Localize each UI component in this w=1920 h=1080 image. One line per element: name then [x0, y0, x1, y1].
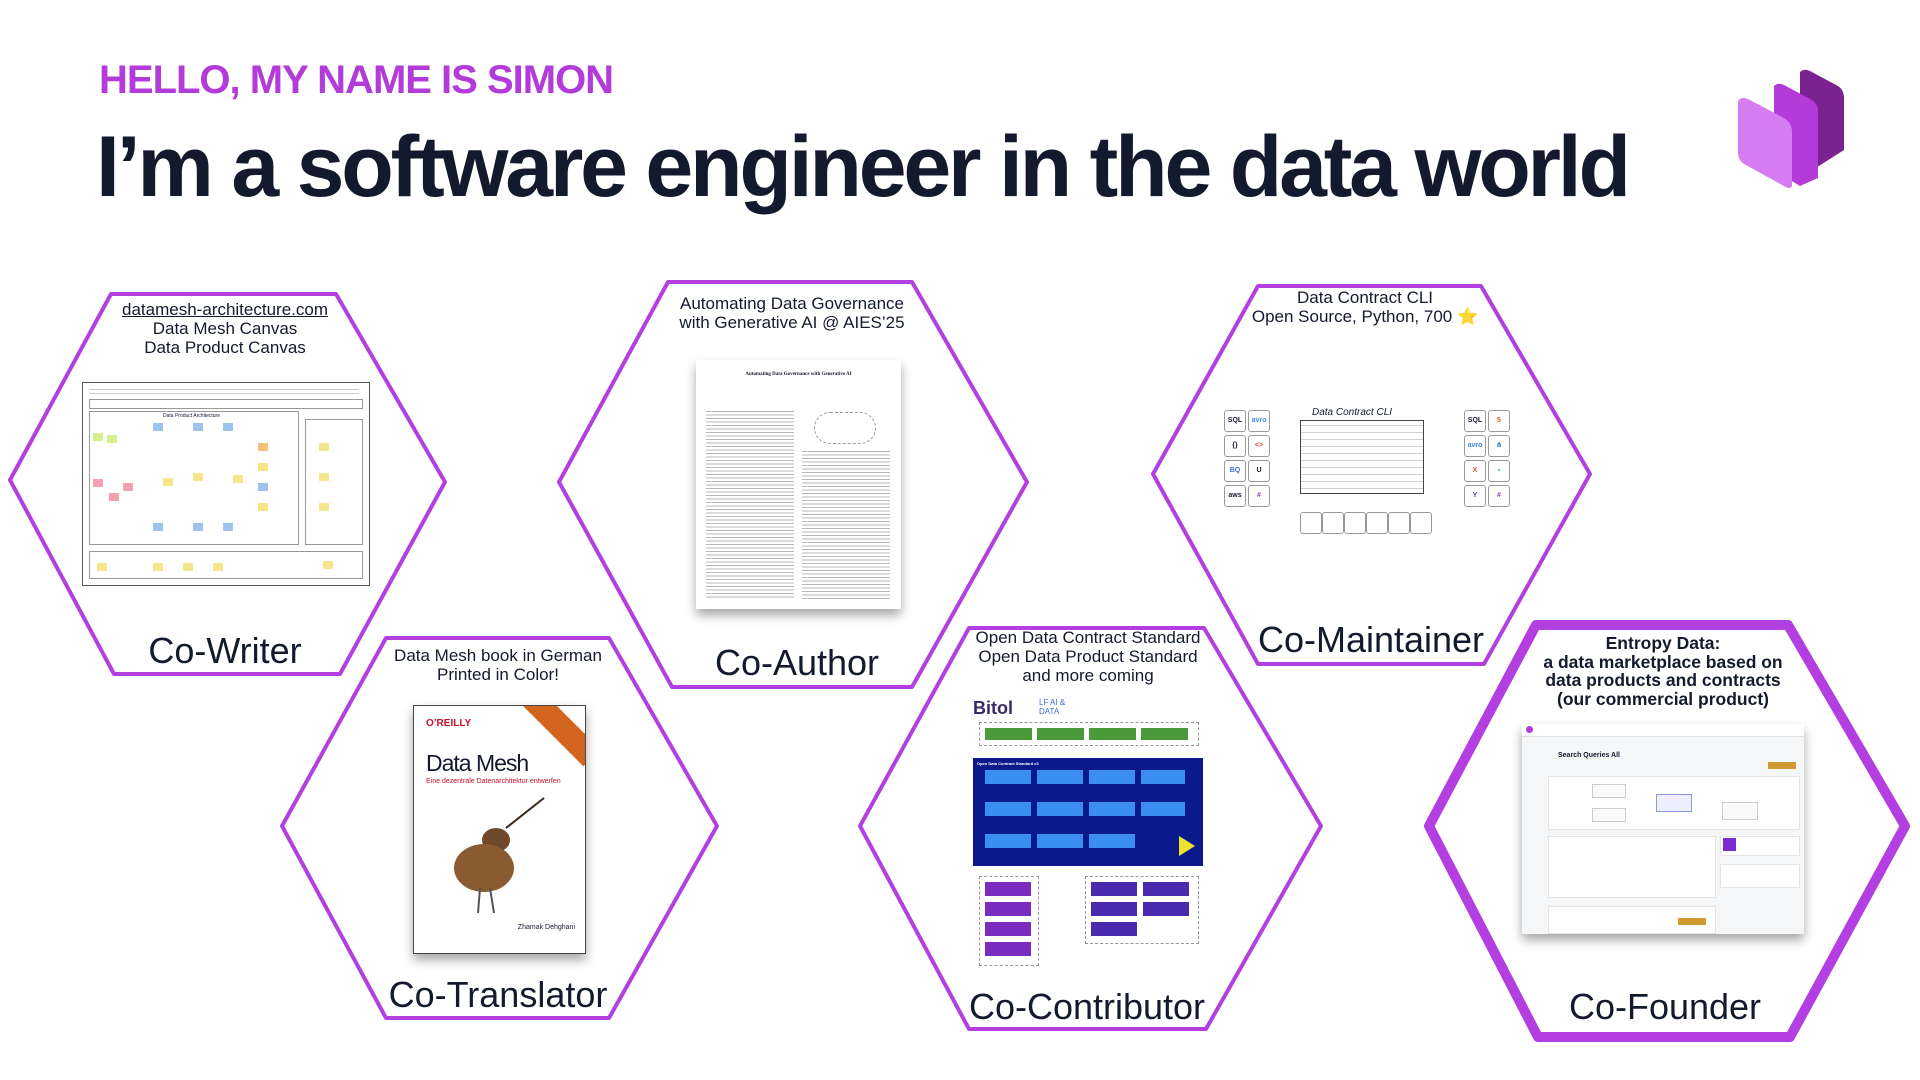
- caption-line: a data marketplace based on: [1543, 651, 1783, 672]
- data-contract-cli-diagram-image: SQL avro {} <> BQ U aws # Data Contract …: [1222, 402, 1516, 548]
- tile: #: [1248, 485, 1270, 507]
- caption-line: Open Data Contract Standard: [975, 628, 1201, 647]
- paper-title: Automating Data Governance with Generati…: [745, 372, 852, 377]
- caption-line: Open Source, Python, 700 ⭐: [1251, 307, 1479, 326]
- greeting: HELLO, MY NAME IS SIMON: [99, 58, 614, 102]
- canvas-heading: Data Product Architecture: [163, 413, 220, 419]
- role-co-maintainer: Co-Maintainer: [1257, 619, 1485, 660]
- entropy-data-app-screenshot-image: Search Queries All: [1522, 724, 1804, 934]
- role-co-translator: Co-Translator: [388, 974, 608, 1015]
- hexagon-co-contributor: [858, 626, 1323, 1031]
- data-mesh-book-cover-image: O’REILLY Data Mesh Eine dezentrale Daten…: [413, 705, 586, 954]
- tile: BQ: [1224, 460, 1246, 482]
- tile: #: [1488, 485, 1510, 507]
- hexagon-co-founder: [1424, 620, 1910, 1042]
- tile: ▪: [1488, 460, 1510, 482]
- caption-line: Data Product Canvas: [144, 338, 306, 357]
- tile: aws: [1224, 485, 1246, 507]
- hexagon-co-translator: [280, 636, 719, 1020]
- data-mesh-canvas-image: Data Product Architecture: [82, 382, 370, 586]
- caption-line: Automating Data Governance: [680, 294, 904, 313]
- hexagon-co-writer: [8, 292, 447, 676]
- cli-diagram-title: Data Contract CLI: [1312, 407, 1393, 418]
- tile: ⋔: [1488, 435, 1510, 457]
- caption-line: data products and contracts: [1545, 670, 1781, 690]
- tile: <>: [1248, 435, 1270, 457]
- tile: U: [1248, 460, 1270, 482]
- caption-line: with Generative AI @ AIES’25: [679, 313, 905, 332]
- book-subtitle: Eine dezentrale Datenarchitektur entwerf…: [426, 778, 561, 785]
- tile: SQL: [1464, 410, 1486, 432]
- role-co-writer: Co-Writer: [148, 630, 302, 671]
- research-paper-image: Automating Data Governance with Generati…: [696, 360, 901, 609]
- tile: 5: [1488, 410, 1510, 432]
- tile: Y: [1464, 485, 1486, 507]
- datamesh-architecture-link[interactable]: datamesh-architecture.com: [122, 300, 328, 319]
- caption-co-translator: Data Mesh book in German Printed in Colo…: [394, 646, 602, 684]
- book-title: Data Mesh: [426, 750, 529, 776]
- odcs-panel-title: Open Data Contract Standard v3: [977, 761, 1039, 766]
- bird-illustration: [454, 797, 545, 914]
- tile: avro: [1464, 435, 1486, 457]
- caption-co-writer: datamesh-architecture.com Data Mesh Canv…: [122, 300, 328, 357]
- caption-line: Printed in Color!: [437, 665, 559, 684]
- page-title: I’m a software engineer in the data worl…: [96, 119, 1631, 215]
- caption-line: Entropy Data:: [1605, 633, 1721, 653]
- caption-line: Data Mesh book in German: [394, 646, 602, 665]
- caption-line: and more coming: [1022, 666, 1154, 685]
- tile: avro: [1248, 410, 1270, 432]
- app-page-title: Search Queries All: [1558, 752, 1620, 759]
- bitol-logo: Bitol: [973, 698, 1013, 718]
- hexagon-co-author: [557, 280, 1029, 689]
- caption-co-contributor: Open Data Contract Standard Open Data Pr…: [976, 628, 1201, 685]
- role-co-author: Co-Author: [714, 642, 880, 683]
- bitol-standards-diagram-image: Bitol LF AI & DATA Open Data Contract St…: [971, 696, 1207, 970]
- tile: {}: [1224, 435, 1246, 457]
- caption-co-author: Automating Data Governance with Generati…: [679, 294, 904, 332]
- caption-co-founder: Entropy Data: a data marketplace based o…: [1543, 634, 1782, 708]
- caption-line: (our commercial product): [1557, 688, 1769, 709]
- book-author: Zhamak Dehghani: [517, 924, 575, 931]
- entropy-data-logo-icon: [1738, 69, 1844, 188]
- tile: SQL: [1224, 410, 1246, 432]
- caption-line: Data Mesh Canvas: [152, 319, 298, 338]
- caption-line: Data Contract CLI: [1296, 288, 1434, 307]
- hexagon-co-maintainer: [1151, 284, 1592, 666]
- tile: X: [1464, 460, 1486, 482]
- role-co-contributor: Co-Contributor: [968, 986, 1206, 1027]
- caption-line: Open Data Product Standard: [978, 647, 1198, 666]
- role-co-founder: Co-Founder: [1568, 986, 1762, 1027]
- lf-ai-data-logo: LF AI & DATA: [1039, 698, 1066, 716]
- book-publisher: O’REILLY: [426, 718, 472, 729]
- caption-co-maintainer: Data Contract CLI Open Source, Python, 7…: [1252, 288, 1478, 326]
